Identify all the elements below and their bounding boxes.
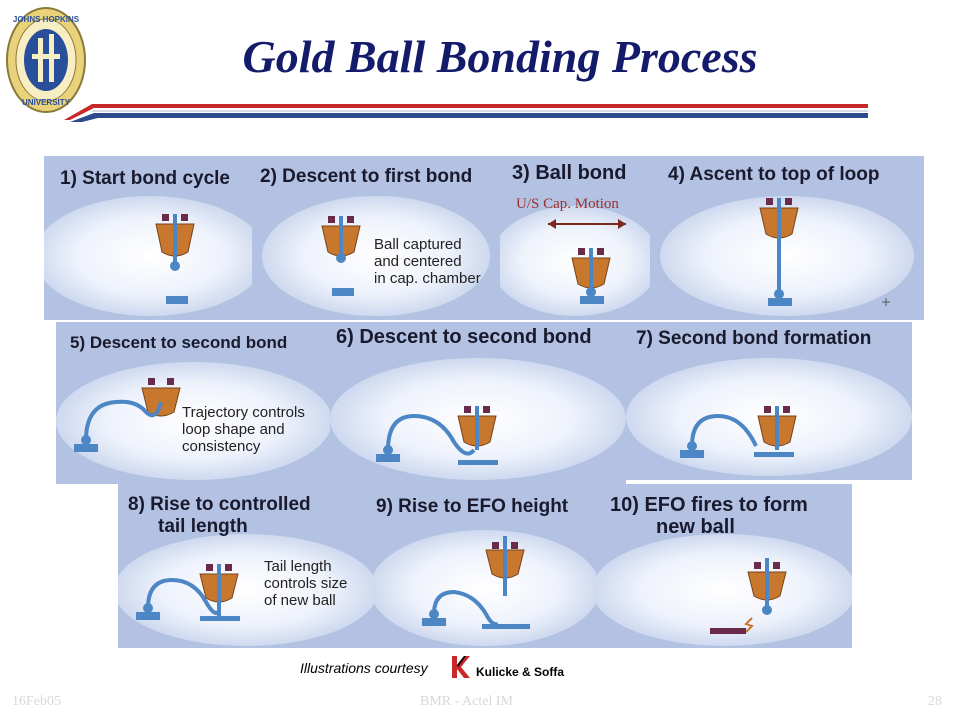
- step-panel-5: 5) Descent to second bond Trajectory con…: [56, 322, 332, 484]
- step-label-8: 8) Rise to controlled tail length: [128, 494, 311, 537]
- step-panel-1: 1) Start bond cycle: [44, 156, 256, 320]
- step-label-7: 7) Second bond formation: [636, 328, 872, 349]
- footer-page-number: 28: [928, 694, 942, 709]
- step-panel-9: 9) Rise to EFO height: [374, 484, 596, 648]
- kulicke-soffa-name: Kulicke & Soffa: [476, 665, 565, 679]
- slide-title: Gold Ball Bonding Process: [242, 31, 758, 82]
- start-bond-illustration: [155, 214, 195, 304]
- step-label-6: 6) Descent to second bond: [336, 326, 592, 348]
- step-panel-10: 10) EFO fires to form new ball: [596, 484, 852, 648]
- step-note-8: Tail length controls size of new ball: [264, 558, 348, 609]
- descent-second-bond-illustration: [376, 406, 498, 465]
- second-bond-formation-illustration: [680, 406, 797, 458]
- svg-text:JOHNS HOPKINS: JOHNS HOPKINS: [13, 15, 80, 24]
- efo-fire-illustration: [710, 558, 787, 634]
- step-label-2: 2) Descent to first bond: [260, 166, 473, 187]
- trajectory-illustration: [74, 378, 181, 452]
- step-panel-3: 3) Ball bond U/S Cap. Motion: [500, 156, 650, 320]
- kulicke-soffa-logo-icon: [452, 656, 470, 678]
- step-label-4: 4) Ascent to top of loop: [668, 164, 880, 185]
- step-panel-2: 2) Descent to first bond Ball captured a…: [252, 156, 500, 320]
- step-note-5: Trajectory controls loop shape and consi…: [182, 404, 305, 455]
- step-label-9: 9) Rise to EFO height: [376, 496, 569, 517]
- step-label-5: 5) Descent to second bond: [70, 333, 288, 352]
- descent-first-bond-illustration: [321, 216, 361, 296]
- footer-date: 16Feb05: [12, 694, 61, 709]
- ascent-loop-illustration: [759, 198, 890, 306]
- step-label-1: 1) Start bond cycle: [60, 168, 230, 189]
- tail-length-illustration: [136, 564, 240, 621]
- efo-height-illustration: [422, 536, 530, 629]
- step-label-3: 3) Ball bond: [512, 162, 627, 184]
- step-panel-4: 4) Ascent to top of loop: [650, 156, 924, 320]
- title-rule: [64, 104, 868, 122]
- step-label-10: 10) EFO fires to form new ball: [610, 494, 808, 538]
- university-seal-logo: JOHNS HOPKINS UNIVERSITY: [6, 7, 86, 113]
- illustration-credit: Illustrations courtesy: [300, 660, 428, 676]
- step-panel-8: 8) Rise to controlled tail length Tail l…: [118, 484, 374, 648]
- svg-text:UNIVERSITY: UNIVERSITY: [22, 98, 71, 107]
- us-cap-motion-label: U/S Cap. Motion: [516, 196, 619, 212]
- ball-bond-illustration: [548, 219, 626, 304]
- step-panel-7: 7) Second bond formation: [626, 322, 912, 480]
- step-panel-6: 6) Descent to second bond: [330, 322, 626, 484]
- step-note-2: Ball captured and centered in cap. chamb…: [374, 236, 481, 287]
- footer-center: BMR - Actel IM: [420, 694, 513, 709]
